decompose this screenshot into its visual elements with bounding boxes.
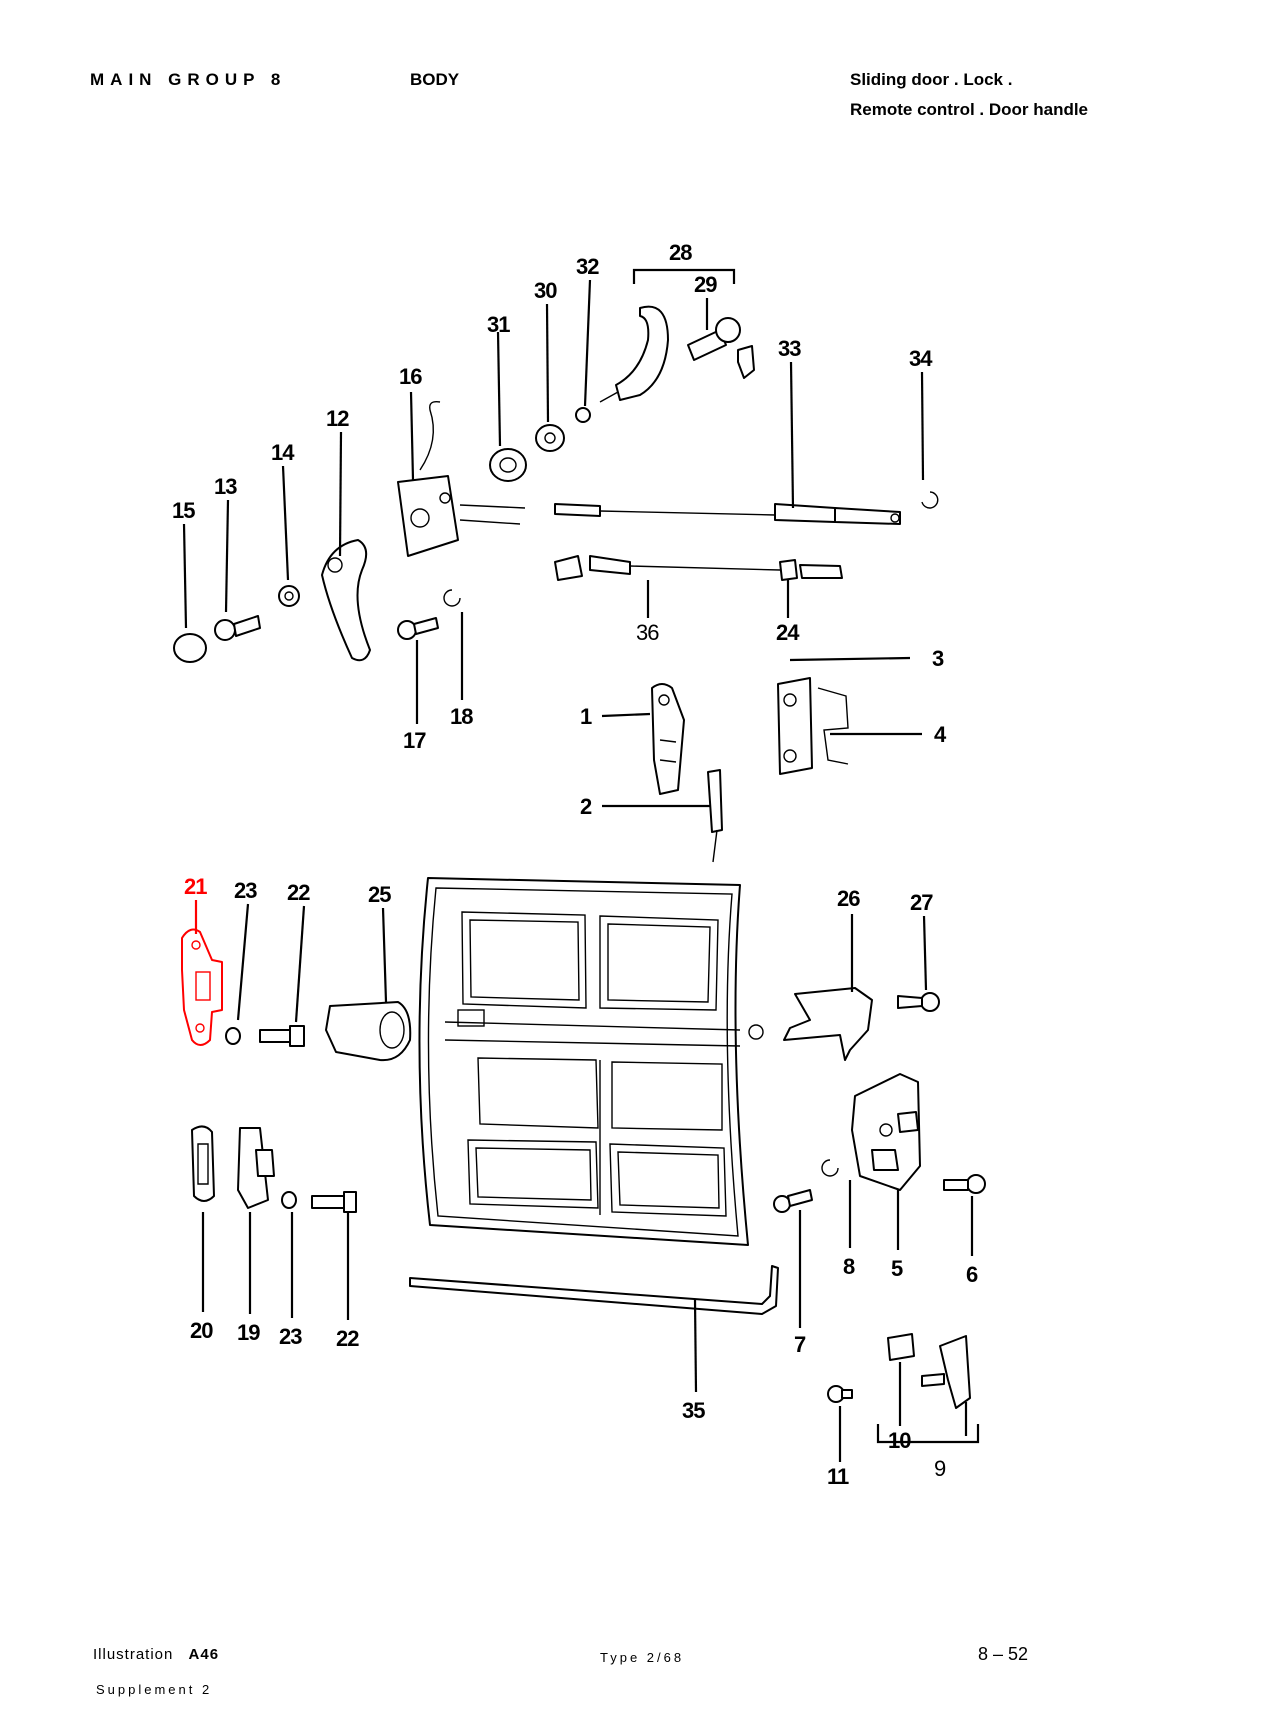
part-6-screw [943,1174,986,1194]
callout-23-lower: 23 [279,1324,302,1349]
part-21-catch [181,928,223,1046]
page-number: 8 – 52 [978,1644,1029,1664]
callout-22: 22 [287,880,310,905]
callout-24: 24 [776,620,800,645]
callout-22-lower: 22 [336,1326,359,1351]
supplement-label: Supplement 2 [96,1682,213,1697]
page-title-line1: Sliding door . Lock . [850,70,1013,89]
part-19-striker [237,1127,275,1209]
callout-1: 1 [580,704,592,729]
callout-31: 31 [487,312,510,337]
part-24-clamp [779,559,843,581]
section-label: BODY [410,70,460,89]
page-title-line2: Remote control . Door handle [850,100,1089,119]
part-30-bushing [535,424,565,452]
callout-3: 3 [932,646,944,671]
part-16-inner-lock [397,400,526,557]
part-4-spring [817,687,849,765]
callout-29: 29 [694,272,717,297]
callout-10: 10 [888,1428,911,1453]
callout-16: 16 [399,364,422,389]
part-28-outer-handle [599,305,669,403]
part-2-link-rod [707,769,723,863]
part-18-circlip [443,589,461,607]
part-3-plate [777,677,813,775]
part-10-block [887,1333,915,1361]
callout-19: 19 [237,1320,260,1345]
illustration-text: Illustration [93,1646,174,1663]
callout-30: 30 [534,278,557,303]
callout-34: 34 [909,346,933,371]
part-29-lock-cylinder [687,317,755,379]
part-9-hinge [921,1335,971,1409]
part-22-bolt [259,1025,305,1047]
callout-8: 8 [843,1254,855,1279]
callout-20: 20 [190,1318,213,1343]
part-5-lock [851,1073,921,1191]
part-23-washer [225,1027,241,1045]
part-35-seal-strip [409,1265,779,1315]
main-group-label: MAIN GROUP 8 [90,70,287,89]
callout-36: 36 [636,620,659,645]
callout-13: 13 [214,474,237,499]
part-17-screw [397,617,439,640]
part-34-clip [921,491,939,509]
callout-23: 23 [234,878,257,903]
callout-numbers: 15 13 14 12 16 31 30 32 28 29 33 34 17 1… [172,240,979,1489]
callout-25: 25 [368,882,391,907]
part-14-star-washer [278,585,300,607]
part-32-washer [575,407,591,423]
part-13-screw [214,615,261,641]
callout-18: 18 [450,704,473,729]
part-1-lock-assembly [651,683,685,795]
part-33-remote-control-rod [554,503,901,525]
callout-21: 21 [184,874,207,899]
part-15-cap [173,633,207,663]
callout-2: 2 [580,794,592,819]
callout-27: 27 [910,890,933,915]
callout-9: 9 [934,1456,946,1481]
part-22-bolt-lower [311,1191,357,1213]
callout-35: 35 [682,1398,705,1423]
part-26-bracket [783,987,873,1061]
callout-14: 14 [271,440,295,465]
callout-12: 12 [326,406,349,431]
callout-32: 32 [576,254,599,279]
illustration-label: Illustration A46 [93,1646,219,1663]
part-25-bracket [325,1001,412,1062]
part-12-interior-handle [321,539,371,662]
callout-11: 11 [827,1464,849,1489]
sliding-door-panel [418,877,764,1246]
part-31-grommet [489,448,527,482]
leader-lines [182,268,980,1462]
callout-33: 33 [778,336,801,361]
callout-26: 26 [837,886,860,911]
part-23-washer-lower [281,1191,297,1209]
part-11-rivet [827,1385,853,1403]
type-label: Type 2/68 [600,1650,685,1665]
illustration-code: A46 [188,1646,220,1663]
part-7-screw [773,1189,813,1213]
callout-5: 5 [891,1256,903,1281]
part-8-clip [821,1159,839,1177]
callout-28: 28 [669,240,692,265]
callout-15: 15 [172,498,195,523]
part-36-rod [554,555,781,581]
callout-4: 4 [934,722,947,747]
part-20-frame [191,1125,215,1202]
callout-7: 7 [794,1332,806,1357]
part-27-screw [897,992,940,1012]
callout-6: 6 [966,1262,978,1287]
callout-17: 17 [403,728,426,753]
